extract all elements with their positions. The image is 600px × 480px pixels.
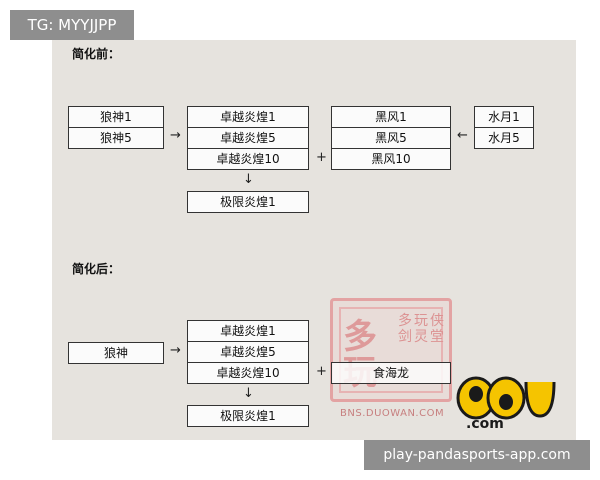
before-col4-box-1: 水月1 [474,106,534,128]
before-result-box: 极限炎煌1 [187,191,309,213]
after-col3-box-1: 食海龙 [331,362,451,384]
after-col2-box-3: 卓越炎煌10 [187,362,309,384]
stamp-col-c-1: 侠 [430,313,444,329]
before-arrow-down: ↓ [243,172,254,187]
after-arrow-down: ↓ [243,386,254,401]
before-col2-box-2: 卓越炎煌5 [187,127,309,149]
before-col3-box-2: 黑风5 [331,127,451,149]
before-col1-box-2: 狼神5 [68,127,164,149]
after-plus: + [316,364,327,379]
before-col2-box-1: 卓越炎煌1 [187,106,309,128]
duowan-stamp: 多 玩 多 剑 玩 灵 侠 堂 [330,298,452,402]
after-result-box: 极限炎煌1 [187,405,309,427]
stamp-col-a-2: 剑 [398,329,412,345]
before-col3-box-1: 黑风1 [331,106,451,128]
stamp-col-b-2: 灵 [414,329,428,345]
before-label: 简化前： [72,47,121,61]
watermark-top-badge: TG: MYYJJPP [10,10,134,40]
after-label: 简化后： [72,262,121,276]
after-arrow-right: → [170,343,181,358]
after-col2-box-1: 卓越炎煌1 [187,320,309,342]
before-arrow-right: → [170,128,181,143]
before-col1-box-1: 狼神1 [68,106,164,128]
before-col3-box-3: 黑风10 [331,148,451,170]
96u-logo: .com [456,376,556,432]
stamp-glyph-1: 多 [343,317,377,357]
before-col4-box-2: 水月5 [474,127,534,149]
stamp-col-b-1: 玩 [414,313,428,329]
before-col2-box-3: 卓越炎煌10 [187,148,309,170]
after-col1-box-1: 狼神 [68,342,164,364]
logo-domain-text: .com [466,416,504,432]
stamp-subtext: BNS.DUOWAN.COM [340,408,445,419]
before-arrow-left: ← [457,128,468,143]
after-col2-box-2: 卓越炎煌5 [187,341,309,363]
watermark-bottom-badge: play-pandasports-app.com [364,440,590,470]
stamp-col-a-1: 多 [398,313,412,329]
before-plus: + [316,150,327,165]
stamp-col-c-2: 堂 [430,329,444,345]
